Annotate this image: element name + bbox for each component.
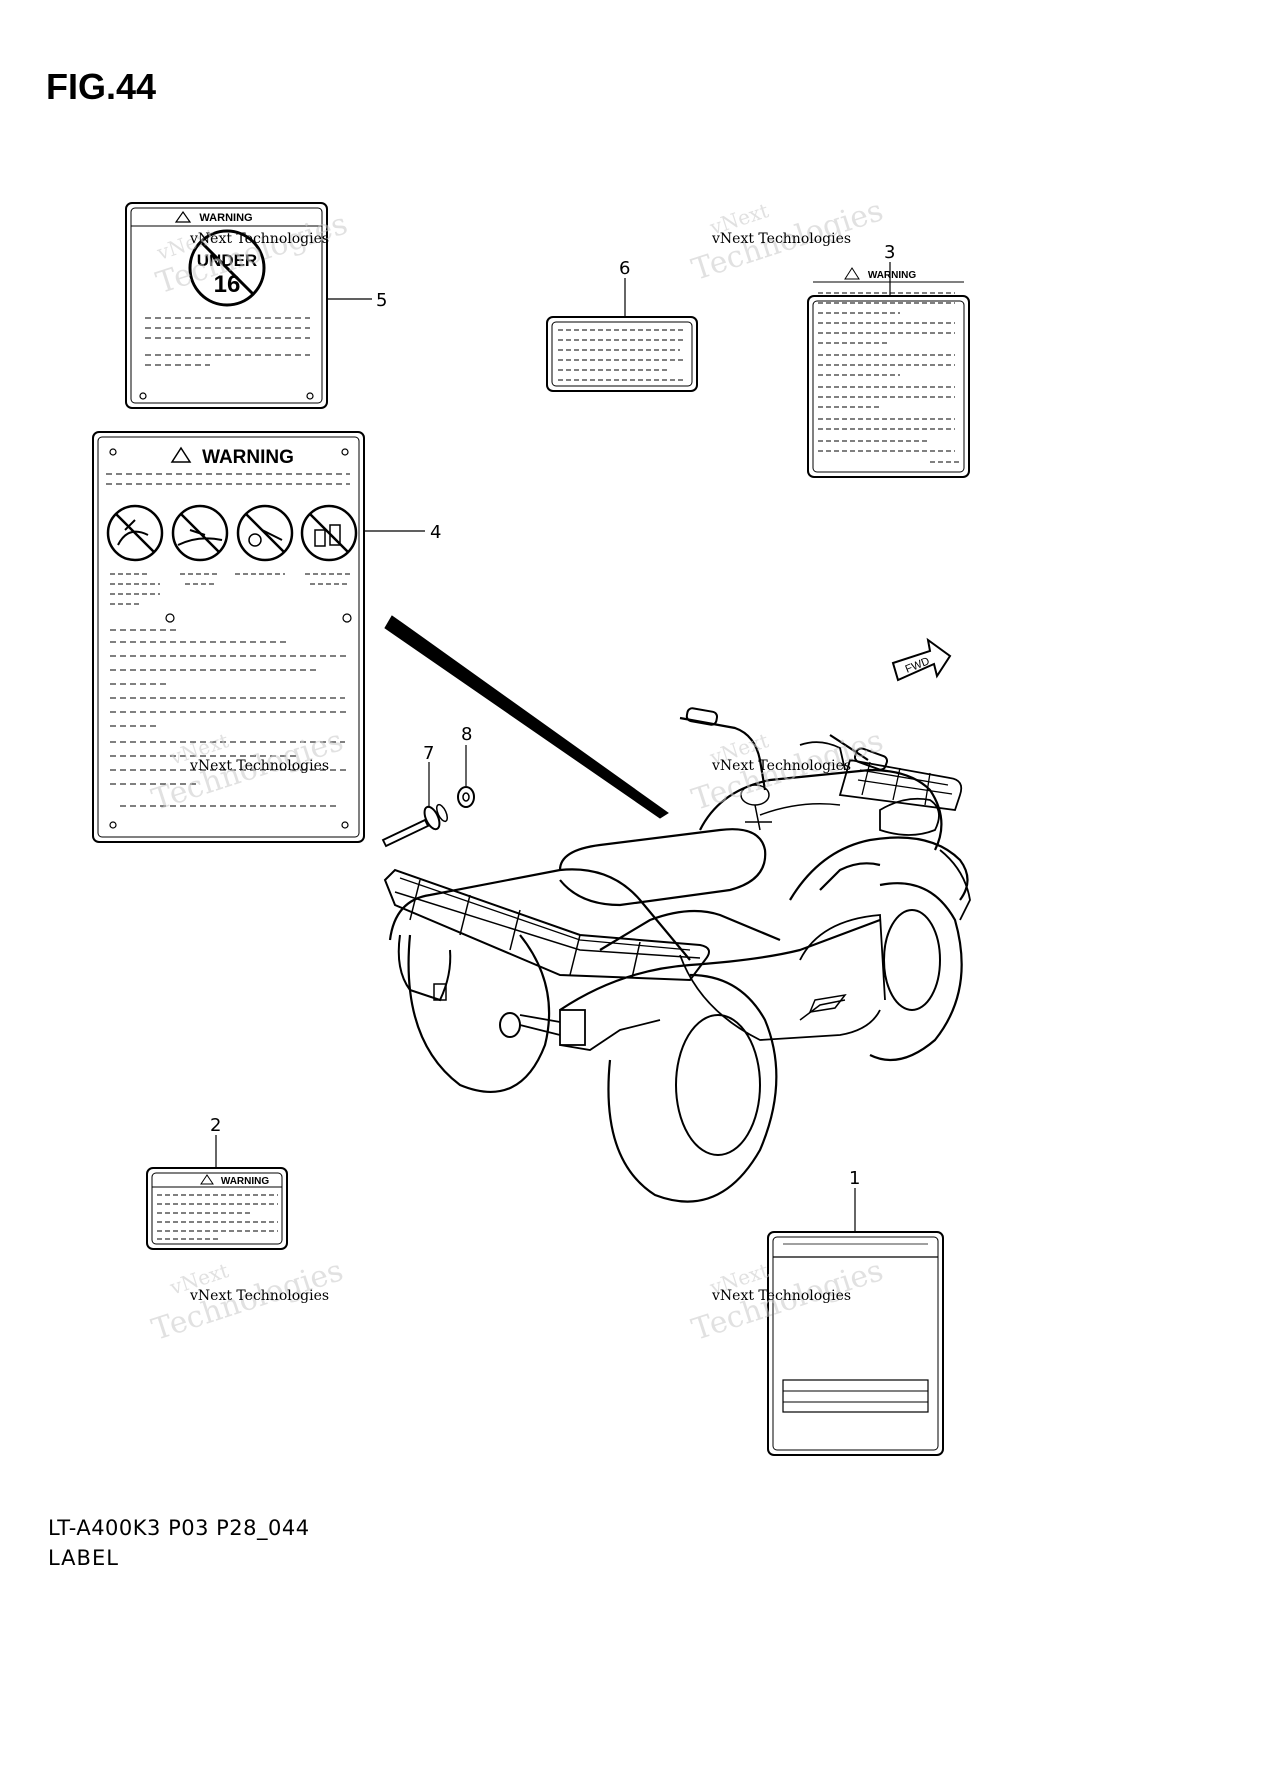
label-5[interactable]: WARNING UNDER 16 bbox=[125, 202, 372, 409]
no-drugs-icon bbox=[300, 504, 358, 562]
label-3[interactable]: WARNING bbox=[807, 262, 970, 478]
label-4-warning-text: WARNING bbox=[202, 447, 294, 468]
label-6[interactable] bbox=[546, 278, 698, 392]
fwd-arrow-icon: FWD bbox=[891, 637, 952, 682]
watermark: vNext Technologies vNext Technologies vN… bbox=[148, 193, 888, 1348]
washer-8[interactable] bbox=[457, 745, 475, 808]
svg-text:vNext Technologies: vNext Technologies bbox=[189, 1288, 329, 1304]
no-alcohol-icon bbox=[236, 504, 294, 562]
callout-1: 1 bbox=[849, 1168, 860, 1189]
callout-2: 2 bbox=[210, 1115, 221, 1136]
label-3-warning-text: WARNING bbox=[868, 270, 917, 281]
no-road-icon bbox=[171, 504, 229, 562]
label-5-warning-text: WARNING bbox=[199, 212, 252, 224]
pictogram-row bbox=[106, 504, 358, 562]
model-code: LT-A400K3 P03 P28_044 bbox=[48, 1516, 310, 1540]
warning-triangle-icon bbox=[844, 267, 860, 280]
prohibition-circle-icon bbox=[188, 229, 266, 307]
callout-6: 6 bbox=[619, 258, 630, 279]
callout-8: 8 bbox=[461, 724, 472, 745]
callout-5: 5 bbox=[376, 290, 387, 311]
warning-triangle-icon bbox=[170, 446, 192, 463]
callout-4: 4 bbox=[430, 522, 441, 543]
svg-text:vNext Technologies: vNext Technologies bbox=[711, 231, 851, 247]
label-2[interactable]: WARNING bbox=[146, 1135, 288, 1250]
figure-title: FIG.44 bbox=[46, 66, 157, 107]
svg-text:vNext Technologies: vNext Technologies bbox=[189, 758, 329, 774]
leader-arrow bbox=[384, 615, 669, 819]
callout-7: 7 bbox=[423, 743, 434, 764]
label-2-warning-text: WARNING bbox=[221, 1176, 270, 1187]
atv-illustration bbox=[383, 707, 971, 1203]
rivet-7[interactable] bbox=[381, 762, 449, 848]
label-4[interactable]: WARNING bbox=[92, 431, 425, 843]
callout-3: 3 bbox=[884, 242, 895, 263]
warning-triangle-icon bbox=[174, 210, 192, 223]
label-5-under-text: UNDER bbox=[197, 251, 257, 270]
label-5-age-text: 16 bbox=[214, 271, 241, 298]
svg-text:vNext Technologies: vNext Technologies bbox=[711, 758, 851, 774]
no-passenger-icon bbox=[106, 504, 164, 562]
warning-triangle-icon bbox=[200, 1174, 214, 1185]
label-1[interactable] bbox=[767, 1188, 944, 1456]
svg-text:vNext Technologies: vNext Technologies bbox=[711, 1288, 851, 1304]
svg-text:vNext Technologies: vNext Technologies bbox=[189, 231, 329, 247]
figure-caption: LABEL bbox=[48, 1546, 119, 1570]
